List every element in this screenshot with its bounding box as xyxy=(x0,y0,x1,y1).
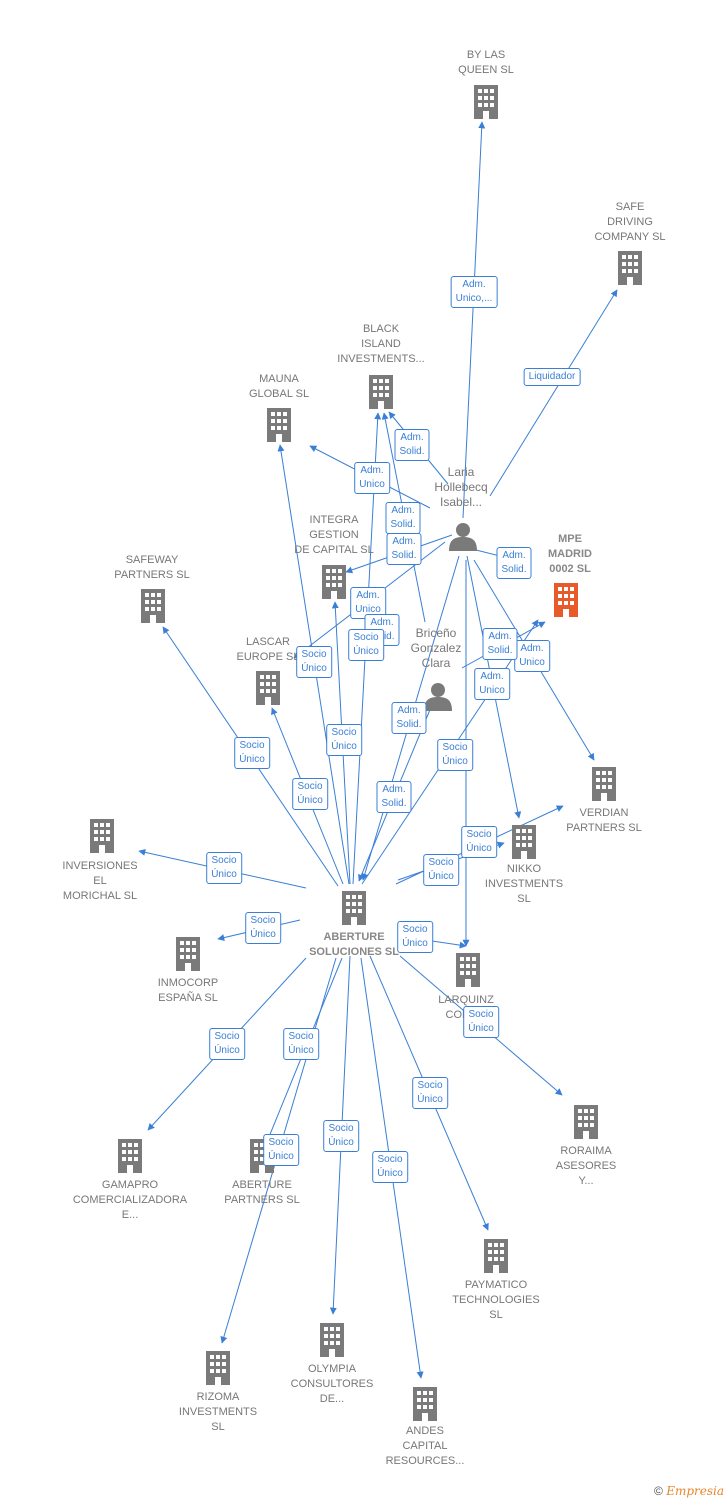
building-icon-inmocorp[interactable] xyxy=(176,937,200,971)
building-icon-mpe[interactable] xyxy=(554,583,578,617)
edge-label-laria-lascar[interactable]: Adm.Unico xyxy=(350,587,386,619)
copyright-footer: © Empresia xyxy=(654,1484,724,1498)
edge-label-laria-integra[interactable]: Adm.Solid. xyxy=(385,502,421,534)
empresia-logo[interactable]: Empresia xyxy=(666,1484,724,1498)
copyright-symbol: © xyxy=(654,1484,663,1498)
building-icon-aberture[interactable] xyxy=(342,891,366,925)
edge-label-laria-aberture[interactable]: Adm.Solid. xyxy=(376,781,412,813)
building-icon-blackisland[interactable] xyxy=(369,375,393,409)
building-icon-inversiones[interactable] xyxy=(90,819,114,853)
edge-label-briceno-blackisland[interactable]: Adm.Solid. xyxy=(386,533,422,565)
building-icon-larquinz[interactable] xyxy=(456,953,480,987)
building-icon-safeway[interactable] xyxy=(141,589,165,623)
edge-label-laria-nikko[interactable]: Adm.Unico xyxy=(474,668,510,700)
edge-label-laria-bylasqueen[interactable]: Adm.Unico,... xyxy=(450,276,498,308)
building-icon-nikko[interactable] xyxy=(512,825,536,859)
building-icon-bylasqueen[interactable] xyxy=(474,85,498,119)
building-icon-mauna[interactable] xyxy=(267,408,291,442)
building-icon-rizoma[interactable] xyxy=(206,1351,230,1385)
edge-label-briceno-aberture[interactable]: Adm.Solid. xyxy=(391,702,427,734)
building-icon-safedriving[interactable] xyxy=(618,251,642,285)
building-icon-integra[interactable] xyxy=(322,565,346,599)
edge-laria-safedriving xyxy=(489,289,618,497)
edge-label-laria-mauna[interactable]: Adm.Unico xyxy=(354,462,390,494)
building-icon-andes[interactable] xyxy=(413,1387,437,1421)
building-icon-lascar[interactable] xyxy=(256,671,280,705)
building-icon-olympia[interactable] xyxy=(320,1323,344,1357)
person-icon-laria[interactable] xyxy=(449,523,477,551)
building-icon-paymatico[interactable] xyxy=(484,1239,508,1273)
edge-label-laria-safedriving[interactable]: Liquidador xyxy=(523,368,581,386)
building-icon-roraima[interactable] xyxy=(574,1105,598,1139)
edge-label-laria-verdian[interactable]: Adm.Unico xyxy=(514,640,550,672)
edge-label-laria-blackisland[interactable]: Adm.Solid. xyxy=(394,429,430,461)
person-icon-briceno[interactable] xyxy=(424,683,452,711)
edge-laria-bylasqueen xyxy=(462,121,486,519)
building-icon-gamapro[interactable] xyxy=(118,1139,142,1173)
edge-label-laria-larquinz[interactable]: Adm.Solid. xyxy=(482,628,518,660)
edge-label-laria-mpe[interactable]: Adm.Solid. xyxy=(496,547,532,579)
building-icon-verdian[interactable] xyxy=(592,767,616,801)
